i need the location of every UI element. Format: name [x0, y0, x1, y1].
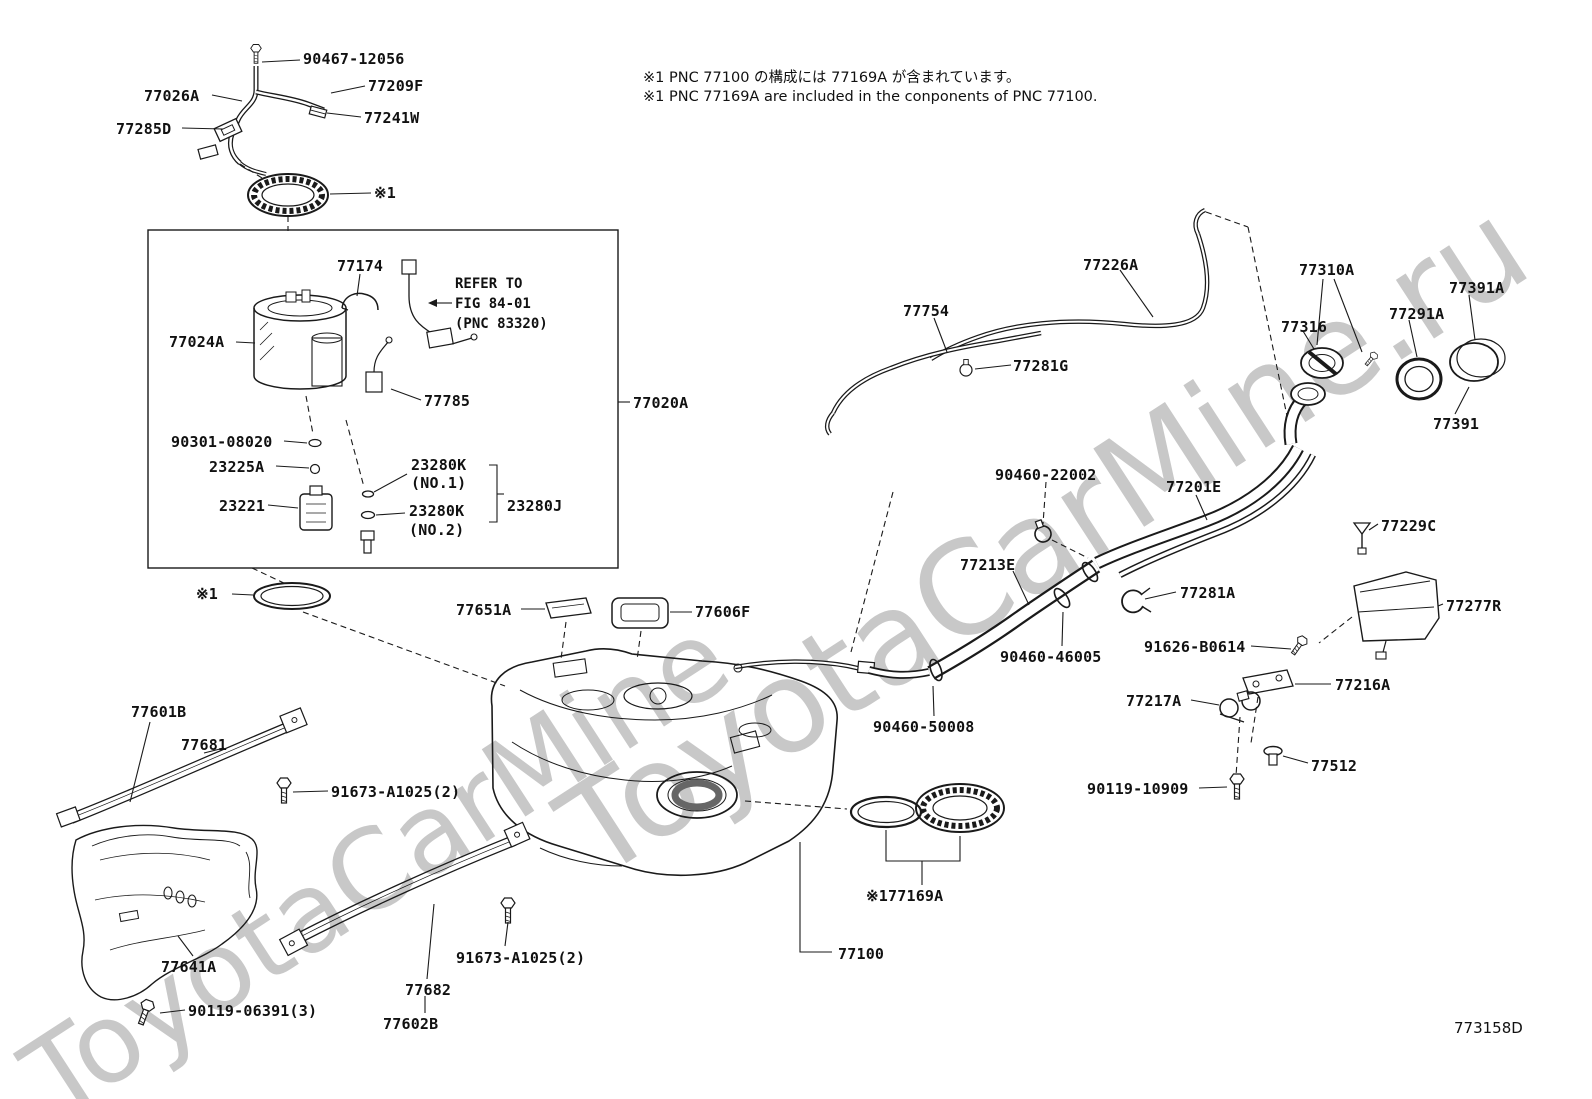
- part-label-23280J: 23280J: [507, 497, 563, 515]
- part-label-23221: 23221: [219, 497, 266, 515]
- part-label-23225A: 23225A: [209, 458, 265, 476]
- part-label-77213E: 77213E: [960, 556, 1016, 574]
- part-label-77601B: 77601B: [131, 703, 187, 721]
- fuel-tube-assembly: [197, 44, 328, 176]
- part-label-77169A: ※177169A: [866, 887, 944, 905]
- part-label-91673-A1025-b: 91673-A1025(2): [456, 949, 586, 967]
- part-label-77100: 77100: [838, 945, 885, 963]
- note-english: ※1 PNC 77169A are included in the conpon…: [643, 89, 1098, 105]
- part-label-77277R: 77277R: [1446, 597, 1502, 615]
- fuel-tank: [490, 648, 876, 876]
- part-label-23280K-no1-sub: (NO.1): [411, 474, 467, 492]
- part-label-77229C: 77229C: [1381, 517, 1437, 535]
- lock-ring-upper: [247, 173, 329, 217]
- part-label-77174: 77174: [337, 257, 384, 275]
- refer-line-3: (PNC 83320): [455, 316, 548, 332]
- part-label-77285D: 77285D: [116, 120, 172, 138]
- lock-ring-lower: [849, 783, 1005, 833]
- part-label-77226A: 77226A: [1083, 256, 1139, 274]
- part-label-77026A: 77026A: [144, 87, 200, 105]
- refer-line-1: REFER TO: [455, 276, 523, 292]
- fuel-pump-module: [253, 259, 478, 554]
- part-label-77216A: 77216A: [1335, 676, 1391, 694]
- part-label-77281G: 77281G: [1013, 357, 1069, 375]
- part-label-77201E: 77201E: [1166, 478, 1222, 496]
- part-label-23280K-no1: 23280K: [411, 456, 467, 474]
- part-label-91673-A1025-a: 91673-A1025(2): [331, 783, 461, 801]
- dashed-lines: [239, 163, 1353, 810]
- part-label-90301-08020: 90301-08020: [171, 433, 273, 451]
- filler-pipe-assembly: [824, 207, 1506, 800]
- part-label-77754: 77754: [903, 302, 950, 320]
- part-label-77606F: 77606F: [695, 603, 751, 621]
- part-label-90119-10909: 90119-10909: [1087, 780, 1189, 798]
- ref-mark-gasket: ※1: [196, 585, 218, 603]
- ref-mark-top: ※1: [374, 184, 396, 202]
- part-label-23280K-no2-sub: (NO.2): [409, 521, 465, 539]
- part-label-77602B: 77602B: [383, 1015, 439, 1033]
- part-label-77512: 77512: [1311, 757, 1358, 775]
- part-label-77310A: 77310A: [1299, 261, 1355, 279]
- part-label-90467-12056: 90467-12056: [303, 50, 405, 68]
- part-label-77785: 77785: [424, 392, 471, 410]
- part-label-77682: 77682: [405, 981, 452, 999]
- part-label-77316: 77316: [1281, 318, 1328, 336]
- part-label-77291A: 77291A: [1389, 305, 1445, 323]
- diagram-code: 773158D: [1454, 1019, 1523, 1037]
- part-label-90460-50008: 90460-50008: [873, 718, 975, 736]
- refer-line-2: FIG 84-01: [455, 296, 531, 312]
- part-label-77281A: 77281A: [1180, 584, 1236, 602]
- part-label-77641A: 77641A: [161, 958, 217, 976]
- detail-box: [147, 229, 619, 569]
- part-label-90119-06391: 90119-06391(3): [188, 1002, 318, 1020]
- part-label-77024A: 77024A: [169, 333, 225, 351]
- part-label-77217A: 77217A: [1126, 692, 1182, 710]
- tank-bands-and-shield: [55, 597, 669, 1028]
- leader-lines: [129, 59, 1476, 1014]
- part-label-90460-22002: 90460-22002: [995, 466, 1097, 484]
- part-label-77651A: 77651A: [456, 601, 512, 619]
- part-label-90460-46005: 90460-46005: [1000, 648, 1102, 666]
- note-japanese: ※1 PNC 77100 の構成には 77169A が含まれています。: [643, 70, 1021, 86]
- part-label-77241W: 77241W: [364, 109, 420, 127]
- tank-gasket-upper: [253, 582, 331, 610]
- part-label-77020A: 77020A: [633, 394, 689, 412]
- part-label-77391: 77391: [1433, 415, 1480, 433]
- part-label-23280K-no2: 23280K: [409, 502, 465, 520]
- part-label-91626-B0614: 91626-B0614: [1144, 638, 1246, 656]
- part-label-77209F: 77209F: [368, 77, 424, 95]
- part-label-77391A: 77391A: [1449, 279, 1505, 297]
- part-label-77681: 77681: [181, 736, 228, 754]
